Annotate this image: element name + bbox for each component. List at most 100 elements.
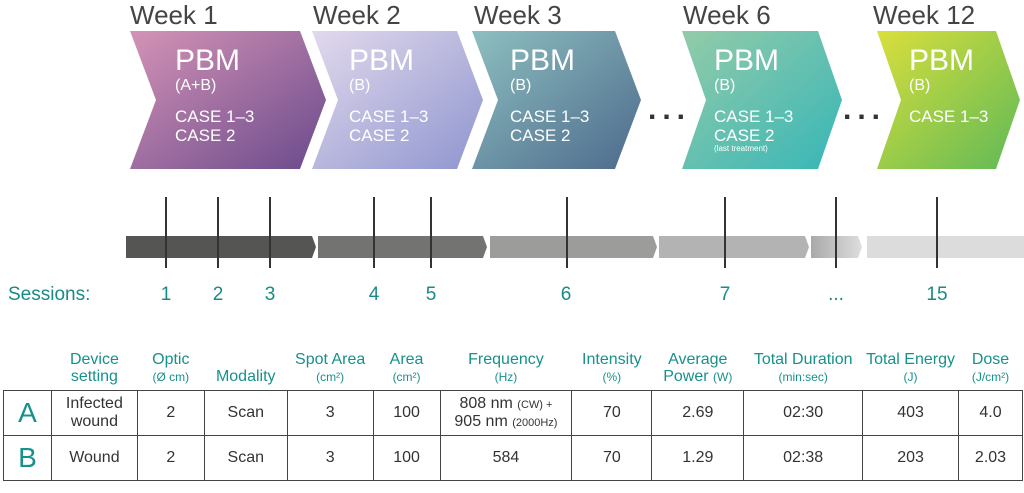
table-row: A Infected wound 2 Scan 3 100 808 nm (CW… (3, 390, 1024, 436)
pbm-title: PBM (909, 44, 975, 77)
header-cell: Intensity(%) (582, 350, 642, 385)
row-label: A (3, 390, 52, 436)
session-tick (373, 197, 375, 268)
cell-setting: Wound (50, 435, 138, 481)
chevron-week-2 (312, 31, 483, 169)
cell-energy: 203 (862, 435, 959, 481)
week-label: Week 3 (474, 0, 562, 30)
cell-setting: Infected wound (50, 390, 138, 436)
cell-area: 100 (372, 390, 441, 436)
session-number: 3 (264, 284, 276, 305)
case-text: CASE 1–3 (909, 107, 989, 126)
chevron-text-week-12: PBM (B) CASE 1–3 (909, 46, 988, 127)
session-number: 4 (368, 284, 380, 305)
chevron-shapes (130, 31, 1020, 169)
case-text: CASE 2 (349, 125, 410, 145)
cell-dose: 2.03 (957, 435, 1024, 481)
cell-area: 100 (372, 435, 441, 481)
sessions-label: Sessions: (8, 284, 91, 305)
case-note: (last treatment) (714, 144, 768, 154)
cell-duration: 02:30 (743, 390, 864, 436)
protocol: (B) (714, 77, 736, 94)
timeline-segment (867, 236, 1024, 258)
ellipsis: ... (648, 93, 692, 126)
header-blank (4, 344, 52, 391)
chevron-week-6 (682, 31, 842, 169)
header-cell: Area(cm²) (389, 350, 424, 385)
session-number: 2 (212, 284, 224, 305)
timeline-bar (126, 236, 1024, 258)
header-cell: Total Energy (J) (866, 350, 955, 385)
cell-frequency: 808 nm (CW) +905 nm (2000Hz) (439, 390, 573, 436)
pbm-title: PBM (349, 44, 415, 77)
cell-duration: 02:38 (743, 435, 864, 481)
chevron-week-1 (130, 31, 326, 169)
session-tick (269, 197, 271, 268)
timeline-segment (318, 236, 487, 258)
cell-modality: Scan (203, 390, 288, 436)
week-label: Week 2 (313, 0, 401, 30)
case-text: CASE 2 (510, 125, 571, 145)
header-cell: Modality (215, 368, 276, 386)
case-text: CASE 1–3 (349, 107, 429, 126)
header-cell: Average Power (W) (663, 350, 733, 386)
ellipsis: ... (843, 93, 887, 126)
timeline-segment (126, 236, 316, 258)
cell-spot-area: 3 (286, 390, 374, 436)
timeline-segment (659, 236, 809, 258)
session-tick (835, 197, 837, 268)
chevron-week-3 (472, 31, 641, 169)
pbm-title: PBM (714, 44, 780, 77)
case-text: CASE 1–3 (175, 107, 255, 126)
row-label: B (3, 435, 52, 481)
cell-dose: 4.0 (957, 390, 1024, 436)
header-cell: Spot Area(cm²) (295, 350, 366, 385)
session-number: 1 (160, 284, 172, 305)
header-cell: Total Duration(min:sec) (753, 350, 853, 385)
cell-optic: 2 (136, 390, 205, 436)
session-tick (430, 197, 432, 268)
cell-intensity: 70 (571, 435, 653, 481)
header-cell: Frequency(Hz) (468, 350, 544, 385)
cell-avg-power: 2.69 (651, 390, 745, 436)
cell-optic: 2 (136, 435, 205, 481)
session-tick (566, 197, 568, 268)
cell-avg-power: 1.29 (651, 435, 745, 481)
pbm-title: PBM (510, 44, 576, 77)
session-tick (217, 197, 219, 268)
chevron-week-12 (877, 31, 1020, 169)
session-number: 5 (425, 284, 437, 305)
session-number: 6 (560, 284, 572, 305)
case-text: CASE 1–3 (714, 107, 794, 126)
session-tick (724, 197, 726, 268)
protocol: (B) (349, 77, 371, 94)
week-label: Week 1 (130, 0, 218, 30)
timeline-segment (490, 236, 657, 258)
table-header-row: Device setting Optic(Ø cm) Modality Spot… (4, 344, 1023, 391)
cell-energy: 403 (862, 390, 959, 436)
protocol: (B) (909, 77, 931, 94)
header-cell: Optic(Ø cm) (152, 350, 190, 385)
protocol: (B) (510, 77, 532, 94)
session-tick (936, 197, 938, 268)
protocol: (A+B) (175, 77, 217, 94)
session-number: 7 (719, 284, 731, 305)
header-cell: Device setting (69, 350, 119, 386)
header-cell: Dose(J/cm²) (971, 350, 1010, 385)
pbm-title: PBM (175, 44, 241, 77)
session-number: 15 (926, 284, 948, 305)
cell-frequency: 584 (439, 435, 573, 481)
session-number: ... (828, 284, 844, 305)
case-text: CASE 2 (714, 125, 775, 145)
case-text: CASE 2 (175, 125, 236, 145)
cell-modality: Scan (203, 435, 288, 481)
case-text: CASE 1–3 (510, 107, 590, 126)
week-label: Week 12 (873, 0, 976, 30)
device-settings-table: Device setting Optic(Ø cm) Modality Spot… (3, 344, 1024, 481)
table-row: B Wound 2 Scan 3 100 584 70 1.29 02:38 2… (3, 435, 1024, 481)
